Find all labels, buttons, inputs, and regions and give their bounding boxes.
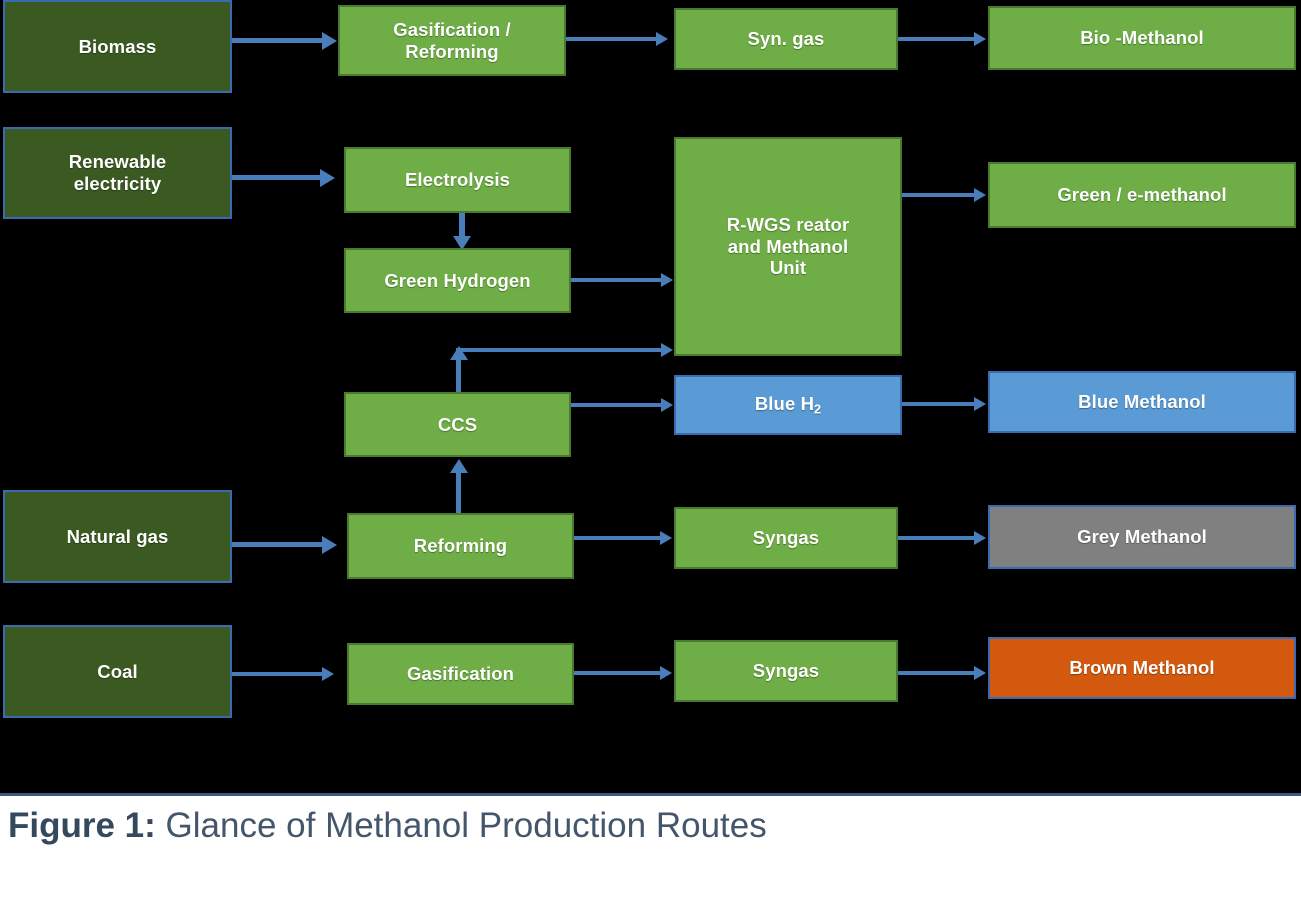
node-biomass: Biomass bbox=[3, 0, 232, 93]
node-electrolysis: Electrolysis bbox=[344, 147, 571, 213]
arrowhead-syngas-to-bio-methanol bbox=[974, 32, 986, 46]
node-blue-h2-label: Blue H2 bbox=[755, 393, 821, 417]
edge-blue-h2-to-blue-methanol bbox=[902, 402, 974, 406]
arrowhead-syngas-coal-to-brown-methanol bbox=[974, 666, 986, 680]
node-renewable-electricity-label-line1: Renewable bbox=[68, 151, 167, 173]
node-gasification: Gasification bbox=[347, 643, 574, 705]
arrowhead-gasification-to-syngas-coal bbox=[660, 666, 672, 680]
node-biomass-label: Biomass bbox=[78, 35, 157, 57]
node-green-e-methanol-label: Green / e-methanol bbox=[1057, 184, 1227, 206]
edge-syngas-coal-to-brown-methanol bbox=[898, 671, 974, 675]
arrowhead-reforming-to-syngas bbox=[660, 531, 672, 545]
figure-caption-band: Figure 1: Glance of Methanol Production … bbox=[0, 793, 1301, 903]
node-reforming: Reforming bbox=[347, 513, 574, 579]
arrowhead-gasification-to-syngas bbox=[656, 32, 668, 46]
node-blue-h2-label-main: Blue H bbox=[754, 392, 815, 414]
edge-ccs-to-rwgs-vertical bbox=[456, 360, 461, 394]
node-bio-methanol: Bio -Methanol bbox=[988, 6, 1296, 70]
node-syngas-coal-label: Syngas bbox=[752, 660, 820, 682]
node-rwgs-methanol-unit: R-WGS reator and Methanol Unit bbox=[674, 137, 902, 356]
node-syngas-natural-gas: Syngas bbox=[674, 507, 898, 569]
node-grey-methanol: Grey Methanol bbox=[988, 505, 1296, 569]
node-reforming-label: Reforming bbox=[413, 535, 508, 557]
edge-ccs-to-blue-h2 bbox=[571, 403, 661, 407]
node-natural-gas: Natural gas bbox=[3, 490, 232, 583]
node-gasification-reforming-label-line2: Reforming bbox=[405, 40, 499, 62]
node-blue-methanol: Blue Methanol bbox=[988, 371, 1296, 433]
node-bio-methanol-label: Bio -Methanol bbox=[1080, 27, 1204, 49]
node-renewable-electricity-label-line2: electricity bbox=[73, 173, 162, 194]
arrowhead-syngas-to-grey-methanol bbox=[974, 531, 986, 545]
node-grey-methanol-label: Grey Methanol bbox=[1077, 526, 1207, 548]
node-blue-methanol-label: Blue Methanol bbox=[1078, 391, 1206, 413]
node-brown-methanol: Brown Methanol bbox=[988, 637, 1296, 699]
node-gasification-reforming-label-line1: Gasification / bbox=[393, 18, 511, 40]
figure-caption-title: Glance of Methanol Production Routes bbox=[165, 806, 767, 845]
node-green-hydrogen: Green Hydrogen bbox=[344, 248, 571, 313]
arrowhead-biomass-to-gasification bbox=[322, 31, 337, 50]
node-ccs-label: CCS bbox=[437, 413, 478, 435]
arrowhead-renewable-to-electrolysis bbox=[320, 168, 335, 187]
node-gasification-reforming: Gasification / Reforming bbox=[338, 5, 566, 76]
edge-coal-to-gasification bbox=[232, 672, 322, 676]
edge-green-hydrogen-to-rwgs bbox=[571, 278, 661, 282]
node-green-e-methanol: Green / e-methanol bbox=[988, 162, 1296, 228]
arrowhead-rwgs-to-green-methanol bbox=[974, 188, 986, 202]
figure-caption: Figure 1: Glance of Methanol Production … bbox=[8, 806, 767, 846]
node-syn-gas-label: Syn. gas bbox=[747, 28, 825, 50]
arrowhead-ccs-to-rwgs-right bbox=[661, 343, 673, 357]
node-blue-h2: Blue H2 bbox=[674, 375, 902, 435]
edge-reforming-to-syngas bbox=[574, 536, 660, 540]
node-ccs: CCS bbox=[344, 392, 571, 457]
node-blue-h2-label-subscript: 2 bbox=[814, 402, 822, 417]
node-syngas-coal: Syngas bbox=[674, 640, 898, 702]
edge-syngas-to-grey-methanol bbox=[898, 536, 974, 540]
edge-gasification-to-syngas-coal bbox=[574, 671, 660, 675]
node-natural-gas-label: Natural gas bbox=[66, 525, 169, 547]
node-syn-gas: Syn. gas bbox=[674, 8, 898, 70]
diagram-canvas: Biomass Gasification / Reforming Syn. ga… bbox=[0, 0, 1301, 793]
node-syngas-natural-gas-label: Syngas bbox=[752, 527, 820, 549]
arrowhead-green-hydrogen-to-rwgs bbox=[661, 273, 673, 287]
edge-ccs-to-rwgs-horizontal bbox=[456, 348, 661, 352]
edge-biomass-to-gasification bbox=[232, 38, 322, 43]
node-gasification-label: Gasification bbox=[406, 663, 515, 685]
edge-syngas-to-bio-methanol bbox=[898, 37, 974, 41]
node-rwgs-label-line1: R-WGS reator bbox=[726, 213, 850, 235]
node-brown-methanol-label: Brown Methanol bbox=[1069, 657, 1215, 679]
node-coal: Coal bbox=[3, 625, 232, 718]
arrowhead-ccs-to-blue-h2 bbox=[661, 398, 673, 412]
edge-renewable-to-electrolysis bbox=[232, 175, 320, 180]
edge-natural-gas-to-reforming bbox=[232, 542, 322, 547]
node-renewable-electricity: Renewable electricity bbox=[3, 127, 232, 219]
arrowhead-reforming-to-ccs bbox=[449, 459, 468, 473]
arrowhead-natural-gas-to-reforming bbox=[322, 535, 337, 554]
arrowhead-electrolysis-to-green-hydrogen bbox=[453, 236, 471, 250]
node-coal-label: Coal bbox=[97, 660, 138, 682]
arrowhead-blue-h2-to-blue-methanol bbox=[974, 397, 986, 411]
node-electrolysis-label: Electrolysis bbox=[404, 169, 511, 191]
edge-electrolysis-to-green-hydrogen bbox=[459, 213, 465, 238]
node-rwgs-label-line2: and Methanol bbox=[727, 235, 849, 257]
edge-gasification-to-syngas bbox=[566, 37, 656, 41]
node-rwgs-label-line3: Unit bbox=[769, 257, 807, 279]
node-green-hydrogen-label: Green Hydrogen bbox=[384, 269, 531, 291]
edge-reforming-to-ccs bbox=[456, 472, 461, 517]
edge-rwgs-to-green-methanol bbox=[902, 193, 974, 197]
arrowhead-coal-to-gasification bbox=[322, 667, 334, 681]
figure-caption-label: Figure 1: bbox=[8, 806, 156, 845]
